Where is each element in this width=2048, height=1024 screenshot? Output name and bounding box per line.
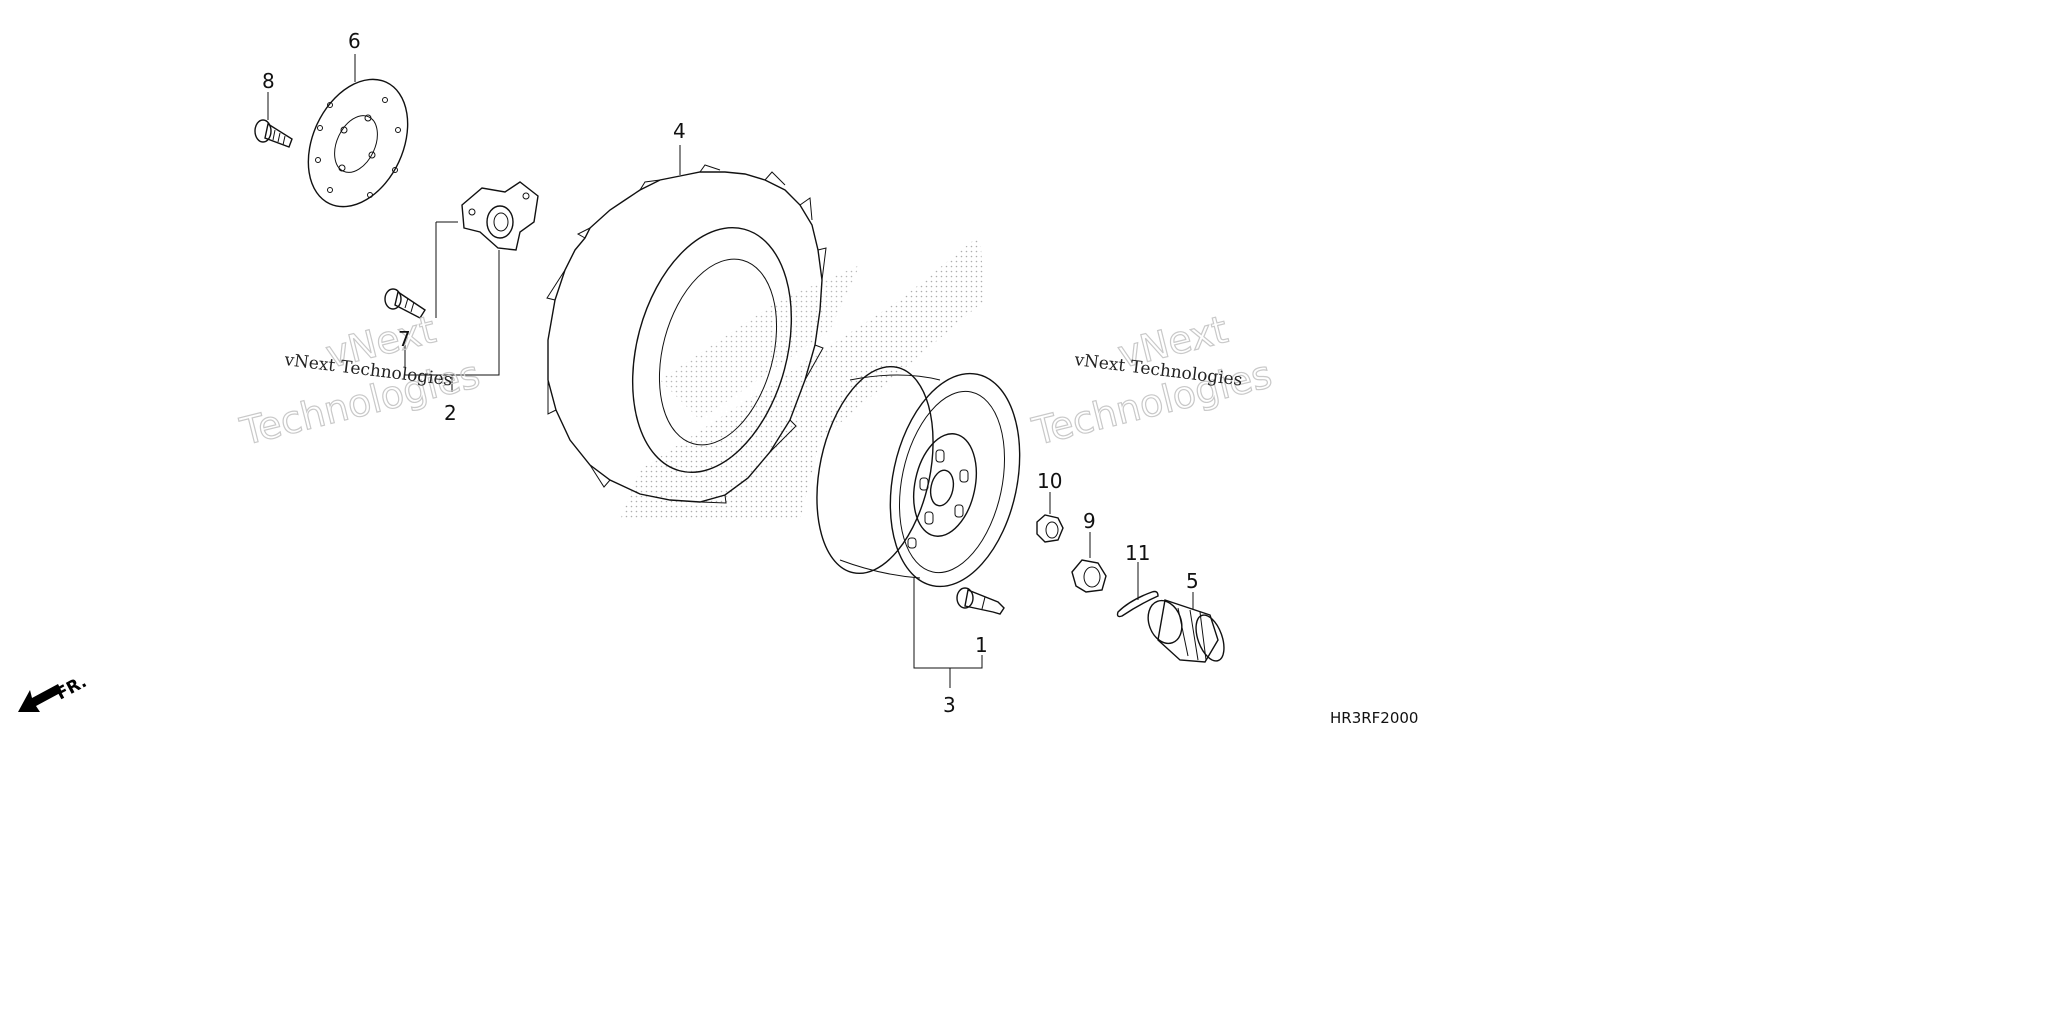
wheel-hub-part — [461, 181, 539, 251]
callout-6: 6 — [348, 29, 361, 53]
hub-cap-part — [1147, 599, 1225, 663]
watermark-left: vNext Technologies vNext Technologies — [235, 307, 485, 455]
wheel-nut-part — [1036, 514, 1064, 543]
diagram-code: HR3RF2000 — [1330, 709, 1418, 727]
axle-nut-part — [1071, 559, 1107, 593]
wheel-rim-part — [816, 365, 1021, 588]
callout-10: 10 — [1037, 469, 1062, 493]
disc-bolt-part — [254, 119, 293, 148]
background-logo-shading — [620, 235, 985, 520]
callout-8: 8 — [262, 69, 275, 93]
valve-stem-part — [956, 587, 1005, 615]
front-direction-indicator: FR. — [18, 672, 90, 712]
callout-9: 9 — [1083, 509, 1096, 533]
cotter-pin-part — [1116, 590, 1159, 618]
front-label: FR. — [53, 672, 90, 704]
callout-11: 11 — [1125, 541, 1150, 565]
hub-bolt-part — [384, 288, 426, 319]
callout-3: 3 — [943, 693, 956, 717]
callout-7: 7 — [398, 327, 411, 351]
front-arrow-icon — [18, 684, 62, 712]
callout-4: 4 — [673, 119, 686, 143]
parts-diagram: vNext Technologies vNext Technologies vN… — [18, 29, 1418, 727]
watermark-right: vNext Technologies vNext Technologies — [1027, 307, 1277, 455]
tire-part — [546, 164, 827, 504]
callout-labels: 6 8 4 7 2 10 9 11 5 1 3 — [262, 29, 1199, 717]
brake-disc-part — [307, 78, 409, 208]
callout-1: 1 — [975, 633, 988, 657]
callout-2: 2 — [444, 401, 457, 425]
leader-lines — [267, 54, 1194, 688]
callout-5: 5 — [1186, 569, 1199, 593]
